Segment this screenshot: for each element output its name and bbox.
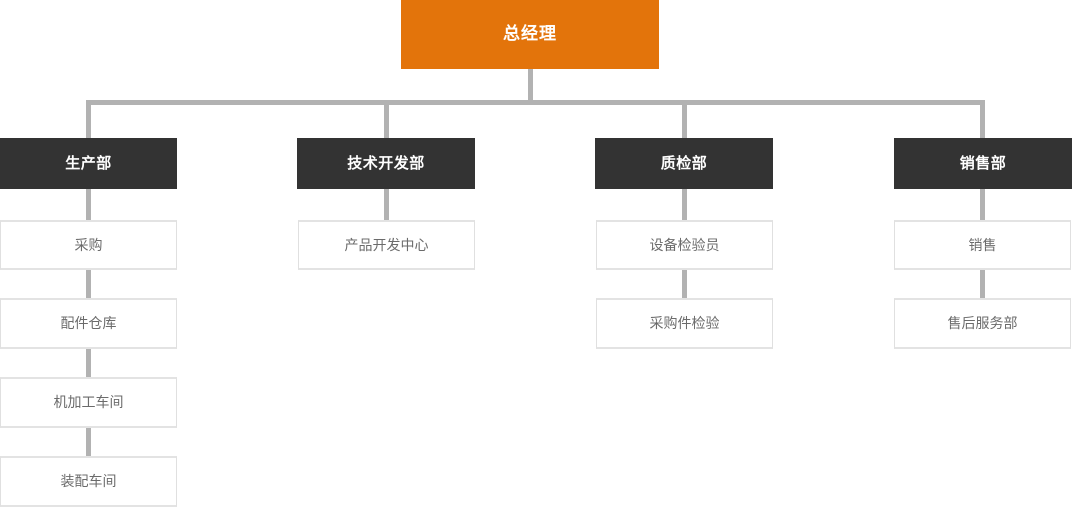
org-node-root[interactable]: 总经理 [401,0,659,69]
org-node-department-2[interactable]: 技术开发部 [297,138,475,189]
org-node-c1-child-3[interactable]: 机加工车间 [0,377,177,428]
connector-c1-n4 [86,428,91,457]
connector-drop-dept-4 [980,100,985,138]
org-node-c1-child-2[interactable]: 配件仓库 [0,298,177,349]
connector-drop-dept-1 [86,100,91,138]
connector-c3-n1 [682,189,687,221]
connector-root-stem [528,69,533,102]
org-node-department-4[interactable]: 销售部 [894,138,1072,189]
org-node-c1-child-4[interactable]: 装配车间 [0,456,177,507]
connector-drop-dept-3 [682,100,687,138]
connector-c4-n1 [980,189,985,221]
connector-c2-n1 [384,189,389,221]
connector-c4-n2 [980,270,985,299]
connector-root-bus [87,100,985,105]
org-node-c3-child-1[interactable]: 设备检验员 [596,220,773,270]
connector-c1-n1 [86,189,91,221]
org-node-c2-child-1[interactable]: 产品开发中心 [298,220,475,270]
connector-c1-n3 [86,349,91,378]
connector-c1-n2 [86,270,91,299]
connector-drop-dept-2 [384,100,389,138]
org-node-c4-child-1[interactable]: 销售 [894,220,1071,270]
connector-c3-n2 [682,270,687,299]
org-node-c1-child-1[interactable]: 采购 [0,220,177,270]
org-node-department-3[interactable]: 质检部 [595,138,773,189]
org-node-c4-child-2[interactable]: 售后服务部 [894,298,1071,349]
org-node-department-1[interactable]: 生产部 [0,138,177,189]
org-node-c3-child-2[interactable]: 采购件检验 [596,298,773,349]
